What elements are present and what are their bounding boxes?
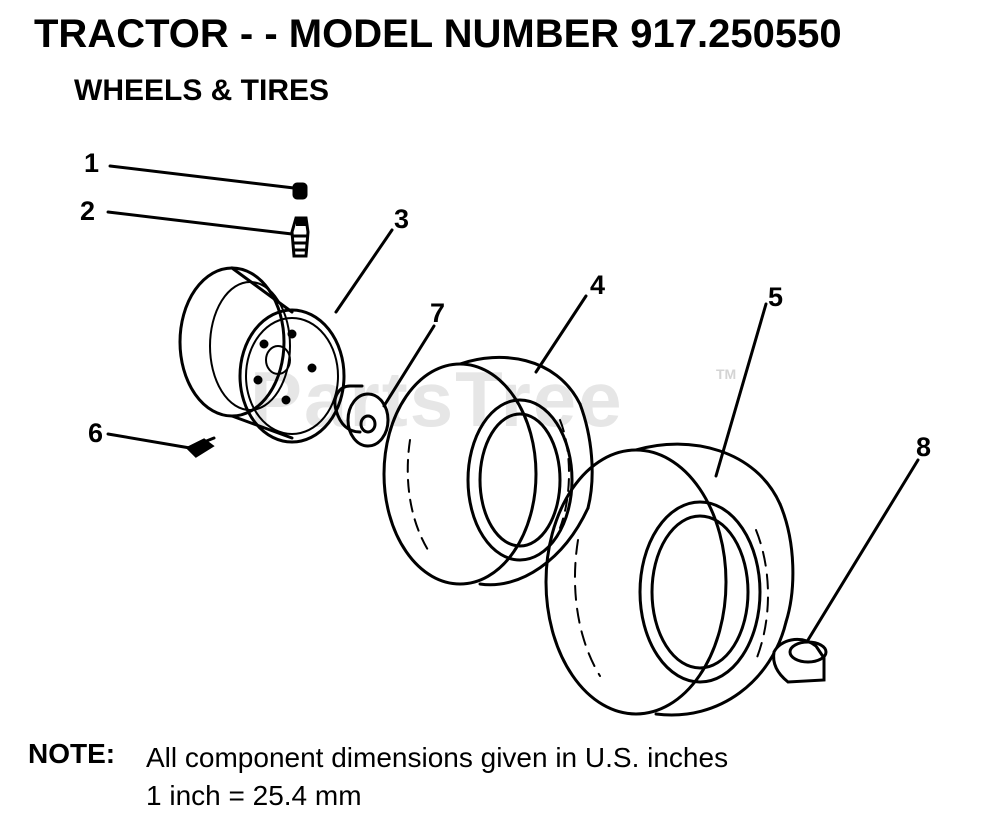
leader-line-1	[108, 164, 296, 190]
leader-line-7	[382, 324, 436, 408]
callout-1: 1	[84, 148, 100, 178]
valve-cap-part	[292, 182, 308, 200]
callout-8: 8	[916, 432, 932, 462]
wheel-rim-part	[178, 266, 346, 444]
note-line-2: 1 inch = 25.4 mm	[146, 780, 362, 811]
callout-2: 2	[80, 196, 96, 226]
leader-line-4	[534, 294, 588, 374]
watermark-trademark: TM	[716, 366, 737, 382]
page-subtitle: WHEELS & TIRES	[74, 74, 330, 107]
callout-4: 4	[590, 270, 606, 300]
hub-cap-part	[772, 637, 828, 684]
callout-6: 6	[88, 418, 104, 448]
note-label: NOTE:	[28, 738, 116, 769]
leader-line-5	[714, 302, 768, 478]
page-title: TRACTOR - - MODEL NUMBER 917.250550	[34, 12, 842, 56]
rear-tire-part	[544, 442, 795, 717]
leader-line-8	[806, 458, 920, 642]
callout-7: 7	[430, 298, 446, 328]
front-tire-part	[382, 355, 594, 587]
valve-stem-part	[290, 216, 310, 258]
leader-line-2	[106, 210, 294, 236]
callout-5: 5	[768, 282, 784, 312]
leader-line-3	[334, 228, 394, 314]
callout-3: 3	[394, 204, 410, 234]
leader-line-6	[106, 432, 192, 450]
screw-part	[185, 436, 216, 458]
bushing-part	[333, 384, 390, 448]
watermark-text: PartsTree	[250, 355, 624, 443]
note-line-1: All component dimensions given in U.S. i…	[146, 742, 729, 773]
